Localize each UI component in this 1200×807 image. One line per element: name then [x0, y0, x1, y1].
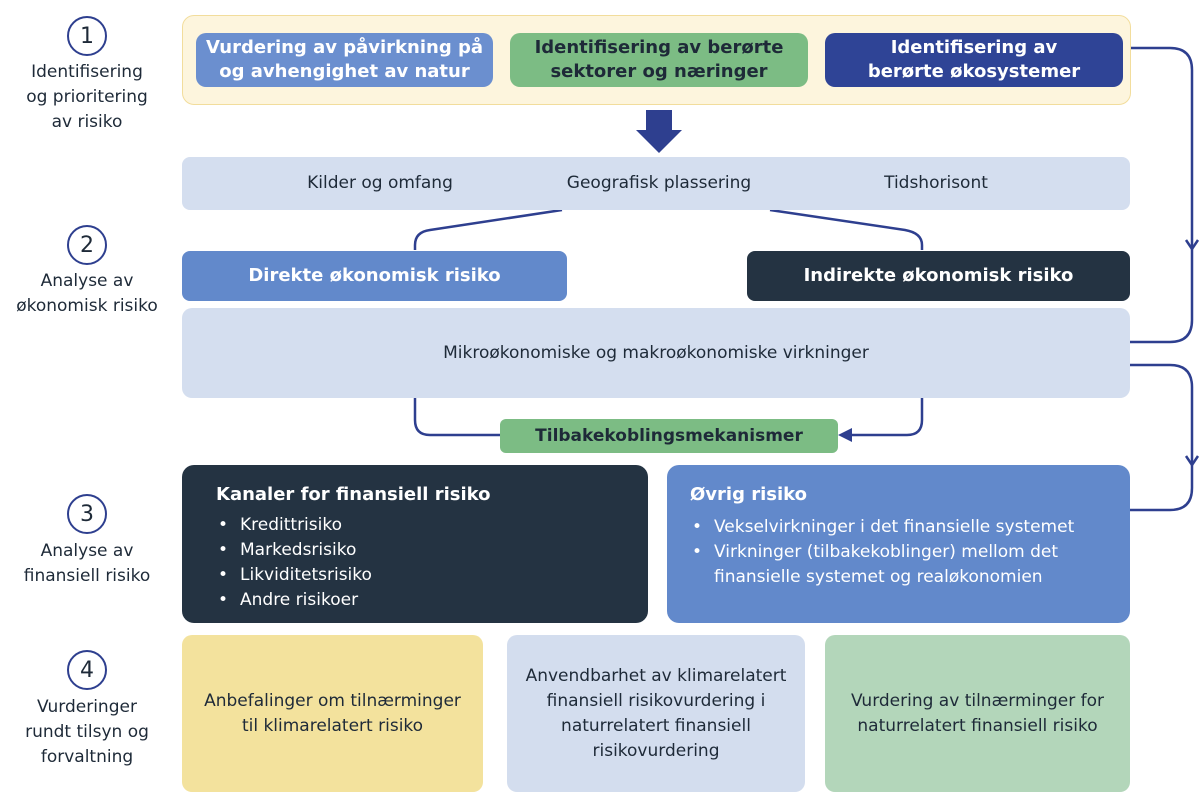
factor-sources: Kilder og omfang — [307, 173, 453, 193]
down-arrow-icon — [636, 110, 682, 153]
indirect-risk-box: Indirekte økonomisk risiko — [747, 251, 1130, 301]
financial-channels-title: Kanaler for finansiell risiko — [216, 484, 491, 505]
financial-channels-box: Kanaler for finansiell risiko Kredittris… — [182, 465, 648, 623]
factor-location: Geografisk plassering — [566, 173, 752, 193]
other-risk-title: Øvrig risiko — [690, 484, 808, 505]
feedback-arrowhead-icon — [838, 428, 852, 442]
list-item: Andre risikoer — [216, 588, 648, 613]
list-item: Virkninger (tilbakekoblinger) mellom det… — [690, 540, 1130, 590]
ecosystems-box: Identifisering av berørte økosystemer — [825, 33, 1123, 87]
step-3-label: Analyse av finansiell risiko — [23, 541, 151, 586]
sectors-box: Identifisering av berørte sektorer og næ… — [510, 33, 808, 87]
factors-bar — [182, 157, 1130, 210]
assessment-climate-approaches: Anbefalinger om tilnærminger til klimare… — [182, 635, 483, 792]
step-2-number: 2 — [67, 225, 107, 265]
step-2-label: Analyse av økonomisk risiko — [16, 271, 158, 316]
feedback-left-connector — [413, 398, 500, 437]
list-item: Markedsrisiko — [216, 538, 648, 563]
step-1-number: 1 — [67, 16, 107, 56]
list-item: Vekselvirkninger i det finansielle syste… — [690, 515, 1130, 540]
financial-channels-list: Kredittrisiko Markedsrisiko Likviditetsr… — [216, 513, 648, 613]
step-3-number: 3 — [67, 494, 107, 534]
step-4-number: 4 — [67, 650, 107, 690]
list-item: Kredittrisiko — [216, 513, 648, 538]
assessment-applicability: Anvendbarhet av klimarelatert finansiell… — [507, 635, 805, 792]
assessment-nature-approaches: Vurdering av tilnærminger for naturrelat… — [825, 635, 1130, 792]
effects-box: Mikroøkonomiske og makroøkonomiske virkn… — [182, 308, 1130, 398]
list-item: Likviditetsrisiko — [216, 563, 648, 588]
right-loop-upper-arrow-icon — [1184, 239, 1200, 252]
other-risk-box: Øvrig risiko Vekselvirkninger i det fina… — [667, 465, 1130, 623]
feedback-right-connector — [846, 398, 924, 437]
impact-dependency-box: Vurdering av påvirkning på og avhengighe… — [196, 33, 493, 87]
other-risk-list: Vekselvirkninger i det finansielle syste… — [690, 515, 1130, 590]
right-loop-lower-arrow-icon — [1184, 455, 1200, 468]
right-loop-lower — [1130, 363, 1194, 512]
branch-connector — [413, 208, 924, 250]
right-loop-upper — [1123, 46, 1194, 344]
factor-horizon: Tidshorisont — [884, 173, 988, 193]
feedback-box: Tilbakekoblingsmekanismer — [500, 419, 838, 453]
step-4-label: Vurderinger rundt tilsyn og forvaltning — [25, 697, 149, 767]
direct-risk-box: Direkte økonomisk risiko — [182, 251, 567, 301]
step-1-label: Identifisering og prioritering av risiko — [26, 62, 148, 132]
